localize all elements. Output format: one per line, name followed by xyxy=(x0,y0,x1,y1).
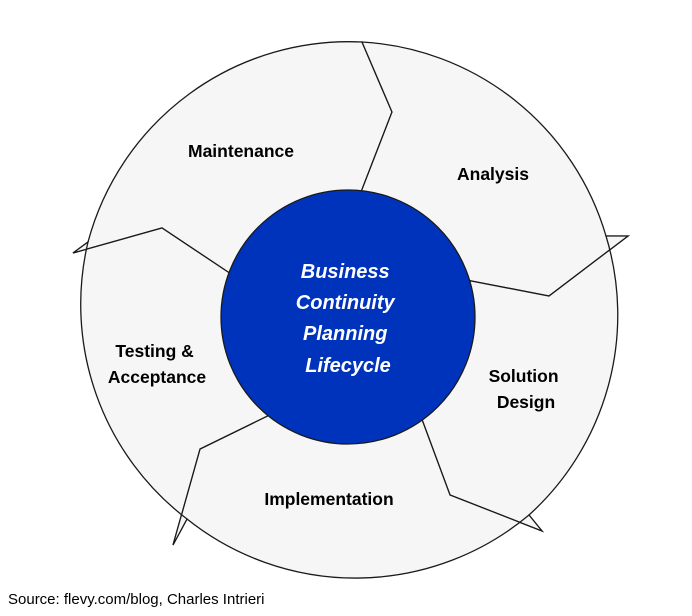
stage-label-solution-design: Solution Design xyxy=(489,366,564,412)
stage-label-analysis: Analysis xyxy=(457,164,529,184)
center-title-line: Business xyxy=(301,261,390,283)
center-title: Business Continuity Planning Lifecycle xyxy=(296,261,400,377)
stage-label-testing-acceptance: Testing & Acceptance xyxy=(108,341,207,387)
source-note: Source: flevy.com/blog, Charles Intrieri xyxy=(8,591,265,608)
center-title-line: Continuity xyxy=(296,292,396,314)
center-title-line: Lifecycle xyxy=(305,355,391,377)
stage-label-implementation: Implementation xyxy=(264,489,393,509)
stage-label-maintenance: Maintenance xyxy=(188,141,294,161)
center-title-line: Planning xyxy=(303,323,387,345)
center-hub xyxy=(220,189,476,445)
